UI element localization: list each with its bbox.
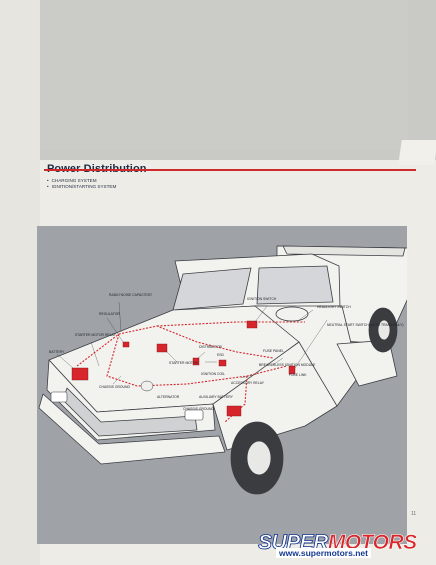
topic-item: CHARGING SYSTEM <box>47 178 116 184</box>
label-starter-motor-relay: STARTER MOTOR RELAY <box>75 333 117 337</box>
label-breakerless-module: BREAKERLESS IGNITION MODULE <box>259 363 316 367</box>
truck-wiring-illustration: RADIO NOISE CAPACITOR REGULATOR STARTER … <box>37 226 407 544</box>
label-ignition-coil: IGNITION COIL <box>201 372 225 376</box>
topic-item: IGNITION/STARTING SYSTEM <box>47 184 117 190</box>
front-hubcap <box>246 440 272 476</box>
label-regulator: REGULATOR <box>99 312 120 316</box>
ignition-coil <box>192 357 200 366</box>
auxiliary-battery <box>226 405 242 417</box>
headlight-left <box>50 391 68 403</box>
truck-drawing: RADIO NOISE CAPACITOR REGULATOR STARTER … <box>38 245 407 495</box>
label-alternator: ALTERNATOR <box>157 395 180 399</box>
bed-rail <box>282 245 406 257</box>
label-battery: BATTERY <box>49 350 65 354</box>
topic-list: CHARGING SYSTEM IGNITION/STARTING SYSTEM <box>47 178 117 190</box>
label-fuse-panel: FUSE PANEL <box>263 349 284 353</box>
label-chassis-ground-2: CHASSIS GROUND <box>183 407 214 411</box>
neutral-start-switch <box>288 365 296 375</box>
watermark-url: www.supermotors.net <box>276 548 371 558</box>
regulator <box>122 341 130 348</box>
label-radio-noise-capacitor: RADIO NOISE CAPACITOR <box>109 293 152 297</box>
fuse-panel <box>246 320 258 329</box>
label-accessory-relay: ACCESSORY RELAY <box>231 381 265 385</box>
rear-hubcap <box>377 319 391 341</box>
header-grey-panel <box>40 0 408 150</box>
label-neutral-start-switch: NEUTRAL START SWITCH (AUTO TRANS ONLY) <box>327 323 404 327</box>
label-auxiliary-battery: AUXILIARY BATTERY <box>199 395 234 399</box>
page-corner-tab <box>398 140 436 165</box>
steering-wheel <box>275 306 309 322</box>
esd-unit <box>218 359 227 367</box>
label-distributor: DISTRIBUTOR <box>199 345 222 349</box>
front-bumper <box>38 393 226 465</box>
wire-harness-lower <box>106 333 288 387</box>
label-esd: ESD <box>217 353 225 357</box>
windshield <box>172 267 252 311</box>
front-fender <box>212 341 338 451</box>
label-headlight-switch: HEADLIGHT SWITCH <box>317 305 351 309</box>
title-rule <box>44 169 416 171</box>
battery <box>71 367 89 381</box>
side-window <box>256 265 334 305</box>
alternator <box>140 380 154 392</box>
wire-harness-main <box>76 325 274 367</box>
starter-motor <box>156 343 168 353</box>
label-chassis-ground: CHASSIS GROUND <box>99 385 130 389</box>
page-number: 11 <box>411 511 417 517</box>
headlight-right <box>184 409 204 421</box>
label-starter-motor: STARTER MOTOR <box>169 361 199 365</box>
label-ignition-switch: IGNITION SWITCH <box>247 297 277 301</box>
page-margin <box>0 0 40 565</box>
label-fuse-link: FUSE LINK <box>289 373 307 377</box>
